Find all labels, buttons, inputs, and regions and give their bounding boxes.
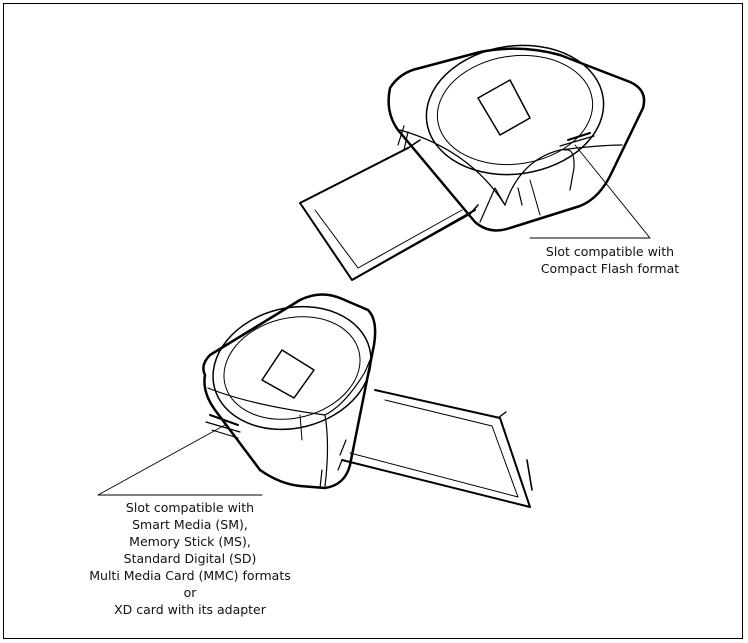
multi-format-slot — [209, 414, 239, 426]
printer-body-top — [387, 47, 646, 232]
multi-callout-line: XD card with its adapter — [114, 602, 266, 617]
multi-callout-leader — [97, 424, 263, 496]
cf-callout-line: Compact Flash format — [540, 261, 680, 276]
multi-callout-line: Multi Media Card (MMC) formats — [89, 568, 291, 583]
lid-window-top — [477, 79, 531, 136]
printer-body-bottom — [202, 293, 377, 490]
cf-callout-leader — [529, 144, 651, 239]
compact-flash-slot — [567, 132, 591, 141]
cf-callout-line: Slot compatible with — [545, 244, 675, 259]
paper-tray-bottom — [337, 389, 533, 508]
multi-format-callout-text: Slot compatible with Smart Media (SM), M… — [60, 499, 320, 618]
lid-window-bottom — [261, 349, 315, 399]
multi-callout-line: Slot compatible with — [125, 500, 255, 515]
compact-flash-callout-text: Slot compatible with Compact Flash forma… — [525, 243, 695, 277]
printer-top — [299, 44, 646, 281]
multi-callout-line: Memory Stick (MS), — [129, 534, 251, 549]
multi-callout-line: Standard Digital (SD) — [123, 551, 257, 566]
multi-callout-line: or — [183, 585, 197, 600]
printer-bottom — [202, 293, 533, 508]
paper-tray-top — [299, 139, 479, 281]
multi-callout-line: Smart Media (SM), — [132, 517, 248, 532]
